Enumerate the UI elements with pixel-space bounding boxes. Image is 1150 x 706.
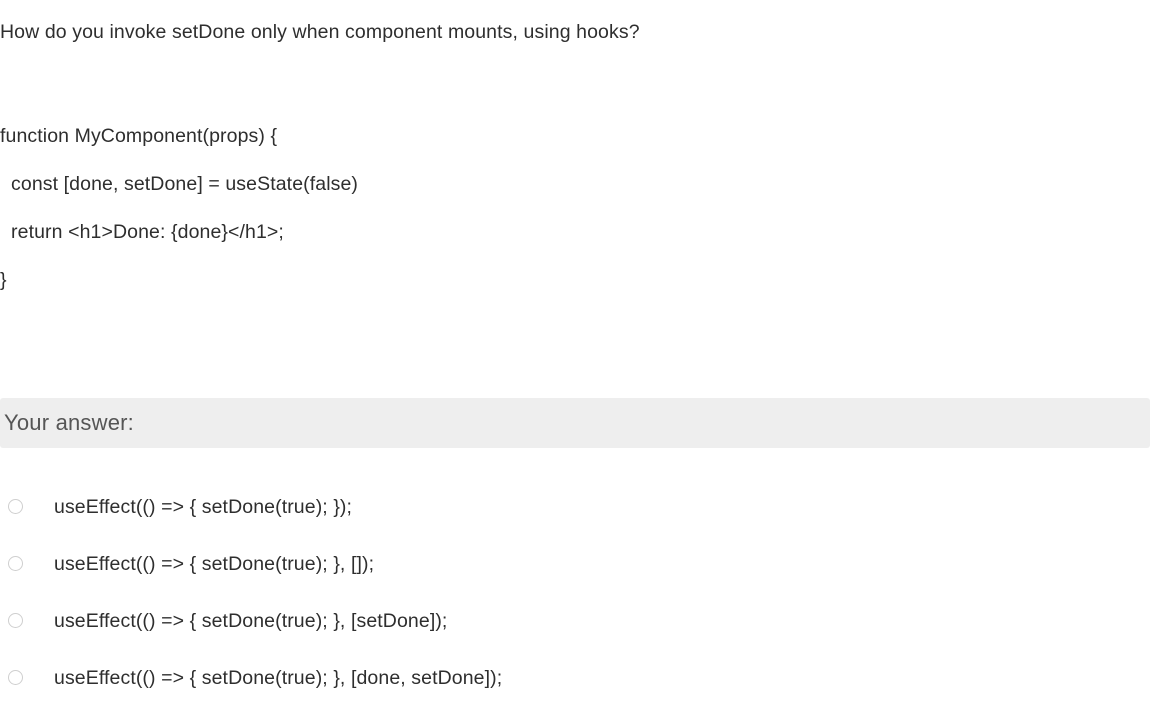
radio-unchecked-icon[interactable] bbox=[8, 499, 23, 514]
answer-option-label: useEffect(() => { setDone(true); }, [set… bbox=[54, 609, 448, 632]
radio-unchecked-icon[interactable] bbox=[8, 556, 23, 571]
your-answer-header: Your answer: bbox=[0, 398, 1150, 448]
answer-option-4[interactable]: useEffect(() => { setDone(true); }, [don… bbox=[0, 649, 1150, 706]
answer-option-3[interactable]: useEffect(() => { setDone(true); }, [set… bbox=[0, 592, 1150, 649]
answer-option-label: useEffect(() => { setDone(true); }, [don… bbox=[54, 666, 503, 689]
code-line: function MyComponent(props) { bbox=[0, 125, 278, 147]
code-line: const [done, setDone] = useState(false) bbox=[0, 173, 359, 195]
code-snippet: function MyComponent(props) { const [don… bbox=[0, 112, 1140, 304]
radio-unchecked-icon[interactable] bbox=[8, 613, 23, 628]
answer-option-2[interactable]: useEffect(() => { setDone(true); }, []); bbox=[0, 535, 1150, 592]
radio-unchecked-icon[interactable] bbox=[8, 670, 23, 685]
answer-option-label: useEffect(() => { setDone(true); }); bbox=[54, 495, 353, 518]
code-line: return <h1>Done: {done}</h1>; bbox=[0, 221, 284, 243]
answer-options-list: useEffect(() => { setDone(true); }); use… bbox=[0, 478, 1150, 706]
code-line: } bbox=[0, 269, 7, 291]
question-prompt: How do you invoke setDone only when comp… bbox=[0, 21, 640, 43]
answer-option-label: useEffect(() => { setDone(true); }, []); bbox=[54, 552, 375, 575]
answer-option-1[interactable]: useEffect(() => { setDone(true); }); bbox=[0, 478, 1150, 535]
your-answer-label: Your answer: bbox=[4, 410, 134, 435]
